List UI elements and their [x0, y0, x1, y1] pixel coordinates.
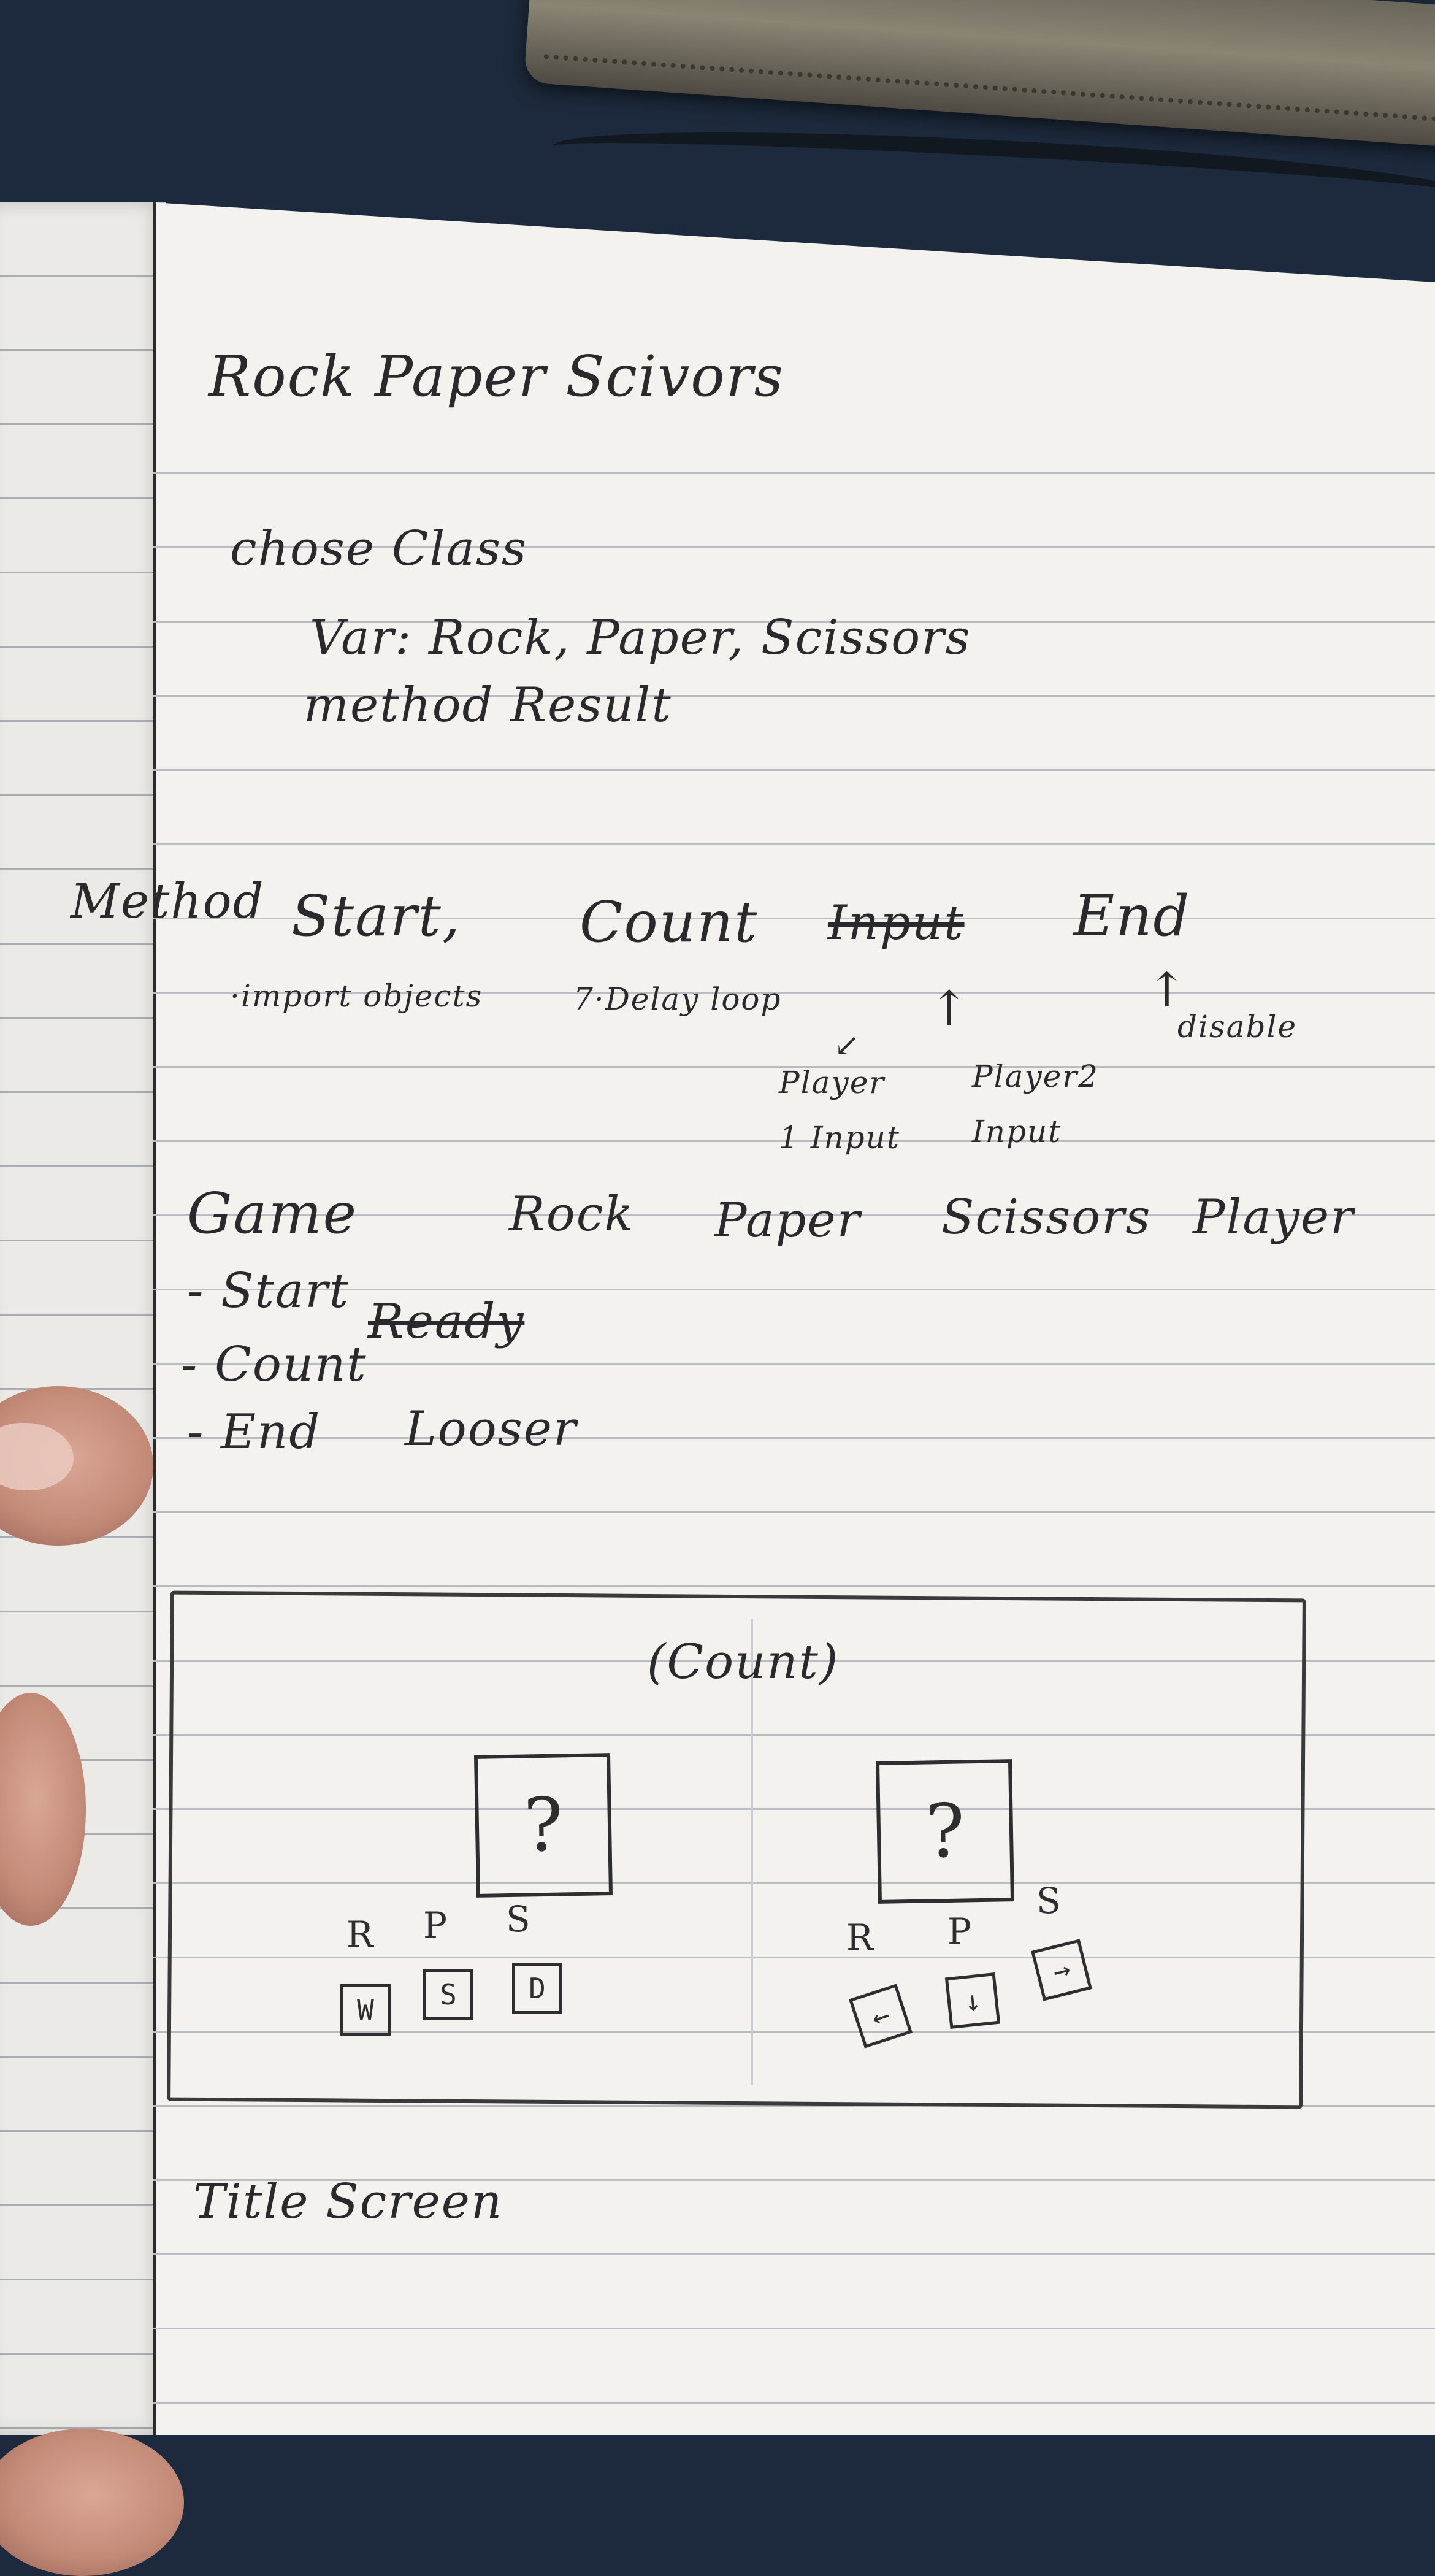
left-page [0, 202, 166, 2435]
ruled-line [153, 918, 1435, 919]
ruled-line [153, 472, 1435, 474]
p1-label-rock: R [346, 1914, 373, 1955]
method-input-struck: Input [828, 895, 965, 951]
p2-key-down-arrow: ↓ [944, 1972, 1001, 2030]
class-rock: Rock [509, 1187, 635, 1242]
hand-bottom [0, 2429, 184, 2576]
ruled-line [153, 2031, 1435, 2033]
arrow-up-disable: ↑ [1147, 963, 1188, 1018]
p2-label-scissors: S [1036, 1880, 1061, 1922]
ruled-line [153, 1957, 1435, 1958]
player2-choice-box: ? [875, 1759, 1015, 1904]
sketch-divider [751, 1619, 753, 2085]
ruled-line [153, 1585, 1435, 1587]
thumbnail [0, 1423, 74, 1490]
ruled-line [153, 1363, 1435, 1365]
finger [0, 1693, 86, 1926]
class-vars: Var: Rock, Paper, Scissors [310, 610, 971, 665]
ruled-line [153, 769, 1435, 771]
class-player: Player [1193, 1190, 1355, 1245]
p1-key-d: D [512, 1963, 562, 2014]
ruled-line [153, 1882, 1435, 1884]
class-scissors: Scissors [941, 1190, 1152, 1245]
ruled-line [153, 843, 1435, 845]
note-delay-loop: 7·Delay loop [573, 981, 782, 1017]
player1-choice-box: ? [473, 1753, 613, 1898]
method-start: Start, [291, 883, 462, 949]
ruled-line [153, 695, 1435, 697]
ruled-line [153, 2328, 1435, 2329]
ruled-line [153, 1214, 1435, 1216]
ruled-line [153, 2253, 1435, 2255]
footer-title-screen: Title Screen [193, 2174, 503, 2229]
ruled-line [153, 1437, 1435, 1439]
game-start: - Start [187, 1263, 350, 1319]
method-count: Count [580, 889, 759, 955]
sketch-heading: (Count) [647, 1635, 840, 1690]
ruled-line [153, 2402, 1435, 2404]
stitching [543, 54, 1435, 125]
game-count: - Count [181, 1337, 367, 1392]
page-title: Rock Paper Scivors [209, 343, 784, 409]
game-looser: Looser [405, 1401, 578, 1457]
note-player1-input: Player 1 Input [779, 1065, 900, 1156]
ruled-line [153, 1289, 1435, 1290]
notebook-page [153, 202, 1435, 2435]
ruled-line [153, 1511, 1435, 1513]
ruled-line [153, 1066, 1435, 1068]
ruled-line [153, 2179, 1435, 2181]
ruled-line [153, 546, 1435, 548]
p1-label-paper: P [423, 1904, 448, 1946]
p1-key-s: S [423, 1969, 473, 2020]
ruled-line [153, 1660, 1435, 1662]
method-label: Method [71, 874, 265, 929]
p1-key-w: W [340, 1984, 391, 2036]
arrow-player1: ↙ [834, 1027, 861, 1063]
margin-line [153, 202, 156, 2435]
class-heading: chose Class [230, 521, 528, 577]
leather-case [523, 0, 1435, 151]
class-paper: Paper [714, 1193, 861, 1248]
class-method: method Result [304, 678, 672, 733]
ruled-line [153, 1808, 1435, 1810]
note-import-objects: ·import objects [230, 978, 483, 1014]
game-end: - End [187, 1405, 321, 1460]
note-disable: disable [1177, 1009, 1298, 1045]
thumb [0, 1386, 153, 1546]
p1-label-scissors: S [506, 1898, 530, 1940]
ruled-line [153, 992, 1435, 994]
p2-label-rock: R [846, 1917, 873, 1958]
game-ready-struck: Ready [368, 1294, 525, 1349]
ruled-line [153, 1140, 1435, 1142]
ruled-line [153, 621, 1435, 623]
note-player2-input: Player2 Input [972, 1059, 1099, 1149]
class-game: Game [187, 1181, 358, 1246]
p2-label-paper: P [947, 1911, 972, 1952]
arrow-up-player2: ↑ [929, 981, 971, 1037]
method-end: End [1073, 883, 1191, 949]
ruled-line [153, 1734, 1435, 1736]
ruled-line [153, 2105, 1435, 2107]
